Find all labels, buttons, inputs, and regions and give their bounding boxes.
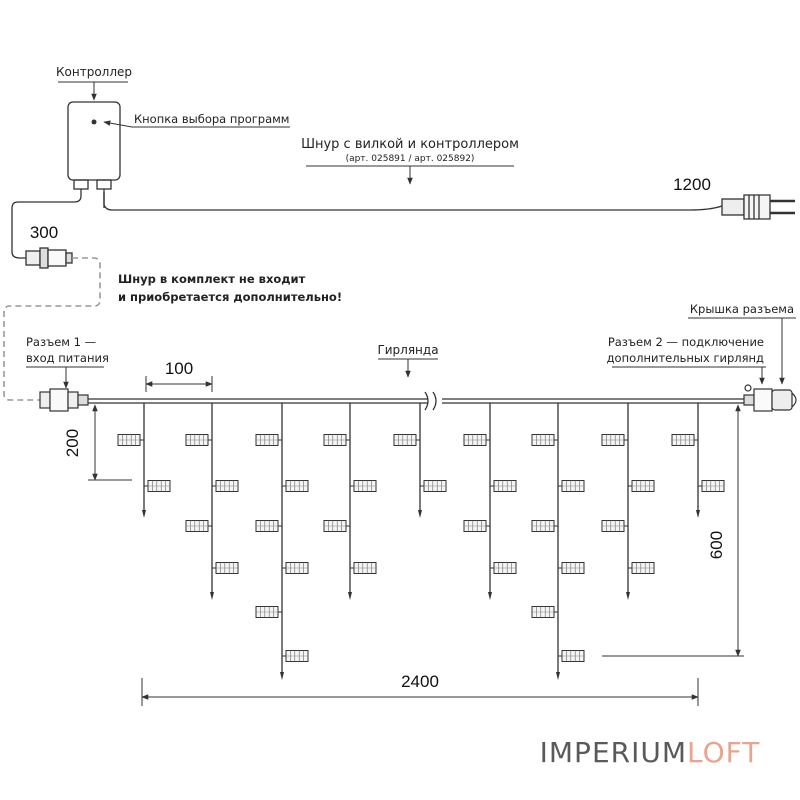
bulb-icon — [531, 606, 558, 618]
bulb-icon — [531, 434, 558, 446]
bulb-icon — [558, 480, 585, 492]
controller-port-left — [73, 179, 89, 190]
bulb-icon — [628, 562, 655, 574]
callouts — [26, 81, 796, 389]
connector2-line2: дополнительных гирлянд — [607, 351, 764, 365]
bulb-icon — [698, 480, 725, 492]
strand-3 — [255, 403, 309, 680]
lead-length-value: 300 — [30, 223, 58, 242]
bulb-icon — [350, 480, 377, 492]
bulb-icon — [628, 480, 655, 492]
not-included-line1: Шнур в комплект не входит — [118, 272, 306, 286]
connector-cap-label: Крышка разъема — [690, 302, 794, 316]
bulb-icon — [490, 480, 517, 492]
max-drop-value: 600 — [707, 531, 726, 559]
connector-1-icon — [39, 388, 89, 412]
controller-assembly — [11, 101, 795, 269]
connector1-line1: Разъем 1 — — [26, 335, 96, 349]
bulb-icon — [558, 562, 585, 574]
strand-1 — [117, 403, 171, 518]
strand-4 — [323, 403, 377, 600]
bulb-icon — [531, 520, 558, 532]
bulb-icon — [144, 480, 171, 492]
dimension-lines — [88, 376, 744, 706]
bulb-icon — [490, 562, 517, 574]
lead-connector-icon — [25, 247, 73, 269]
plug-icon — [721, 194, 795, 220]
bulb-icon — [282, 650, 309, 662]
bulb-icon — [323, 434, 350, 446]
strands — [117, 403, 725, 680]
strand-tip — [418, 510, 422, 518]
drop-value: 200 — [63, 429, 82, 457]
bulb-icon — [185, 434, 212, 446]
garland-main-wire — [88, 391, 744, 411]
controller-port-right — [96, 179, 112, 190]
bulb-icon — [601, 520, 628, 532]
strand-tip — [210, 592, 214, 600]
strand-tip — [626, 592, 630, 600]
strand-tip — [142, 510, 146, 518]
controller-label: Контроллер — [56, 65, 132, 79]
brand-part2: LOFT — [687, 736, 760, 769]
connector-cap-icon — [744, 384, 752, 392]
bulb-icon — [255, 434, 282, 446]
controller-lead — [11, 189, 82, 259]
strand-8 — [601, 403, 655, 600]
strand-2 — [185, 403, 239, 600]
cord-articles: (арт. 025891 / арт. 025892) — [346, 154, 475, 164]
bulb-icon — [463, 434, 490, 446]
strand-tip — [556, 672, 560, 680]
strand-9 — [671, 403, 725, 518]
garland-label: Гирлянда — [377, 343, 438, 357]
bulb-icon — [282, 480, 309, 492]
strand-tip — [696, 510, 700, 518]
spacing-value: 100 — [165, 359, 193, 378]
strand-tip — [488, 592, 492, 600]
program-button — [91, 119, 97, 125]
bulb-icon — [671, 434, 698, 446]
button-label: Кнопка выбора программ — [134, 112, 289, 126]
bulb-icon — [463, 520, 490, 532]
bulb-icon — [420, 480, 447, 492]
bulb-icon — [185, 520, 212, 532]
cord-to-plug — [103, 189, 723, 211]
cord-title: Шнур с вилкой и контроллером — [301, 137, 519, 152]
bulb-icon — [350, 562, 377, 574]
bulb-icon — [212, 562, 239, 574]
optional-cord-dashed — [3, 257, 101, 401]
bulb-icon — [212, 480, 239, 492]
brand-part1: IMPERIUM — [540, 736, 687, 769]
controller-box — [67, 101, 121, 181]
strand-5 — [393, 403, 447, 518]
cord-length-value: 1200 — [673, 175, 711, 194]
brand-logo: IMPERIUMLOFT — [540, 736, 761, 769]
strand-7 — [531, 403, 585, 680]
bulb-icon — [558, 650, 585, 662]
bulb-icon — [282, 562, 309, 574]
bulb-icon — [323, 520, 350, 532]
total-length-value: 2400 — [401, 672, 439, 691]
strand-tip — [348, 592, 352, 600]
not-included-line2: и приобретается дополнительно! — [118, 290, 342, 304]
connector2-line1: Разъем 2 — подключение — [608, 335, 764, 349]
bulb-icon — [255, 606, 282, 618]
bulb-icon — [601, 434, 628, 446]
bulb-icon — [255, 520, 282, 532]
bulb-icon — [393, 434, 420, 446]
connector1-line2: вход питания — [26, 351, 109, 365]
bulb-icon — [117, 434, 144, 446]
connector-2-icon — [743, 388, 797, 412]
strand-tip — [280, 672, 284, 680]
strand-6 — [463, 403, 517, 600]
